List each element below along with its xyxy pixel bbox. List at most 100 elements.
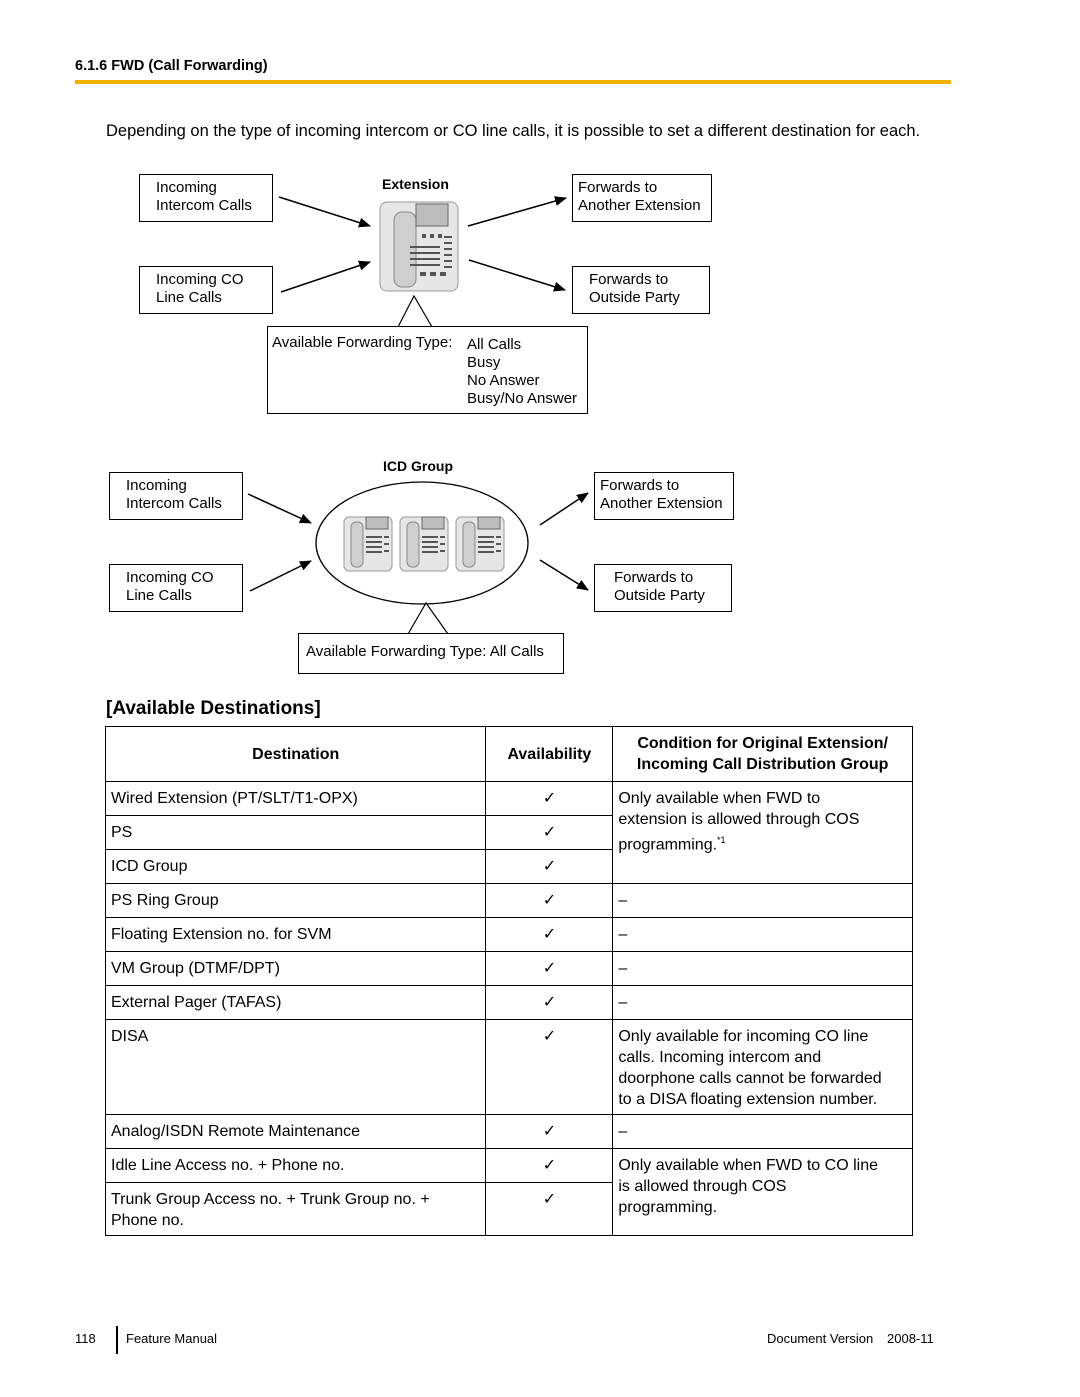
destination-cell: Idle Line Access no. + Phone no. [104, 1148, 487, 1183]
section-header: 6.1.6 FWD (Call Forwarding) [75, 58, 268, 74]
destination-cell: External Pager (TAFAS) [104, 985, 487, 1020]
box-line: Intercom Calls [156, 197, 252, 214]
extension-output-another-box: Forwards to Another Extension [572, 174, 712, 222]
condition-line: to a DISA floating extension number. [618, 1091, 878, 1108]
table-row: PS Ring Group ✓ – [104, 883, 913, 918]
box-line: Incoming [126, 477, 187, 494]
table-row: Wired Extension (PT/SLT/T1-OPX) ✓ Only a… [104, 781, 913, 884]
condition-line: Only available when FWD to CO line [618, 1157, 878, 1174]
availability-check-icon: ✓ [485, 951, 614, 986]
extension-diagram-title: Extension [382, 176, 449, 192]
destinations-table: Destination Availability Condition for O… [104, 726, 913, 1236]
box-line: Forwards to [589, 271, 669, 288]
condition-line: Only available when FWD to [618, 790, 821, 807]
availability-check-icon: ✓ [485, 1019, 614, 1115]
condition-cell: – [612, 1114, 913, 1149]
icd-diagram-title: ICD Group [383, 458, 453, 474]
document-version-label: Document Version [767, 1331, 874, 1346]
availability-check-icon: ✓ [485, 917, 614, 952]
destination-cell: Trunk Group Access no. + Trunk Group no.… [104, 1182, 487, 1236]
icd-phone-icon-2 [399, 516, 449, 572]
condition-header-line-2: Incoming Call Distribution Group [636, 756, 889, 773]
icd-forwarding-type-text: Available Forwarding Type: All Calls [306, 643, 544, 660]
table-row: DISA ✓ Only available for incoming CO li… [104, 1019, 913, 1115]
arrow-icd-to-outside [539, 559, 589, 591]
footer-rule [116, 1326, 118, 1354]
availability-check-icon: ✓ [485, 1148, 614, 1183]
condition-line: is allowed through COS [618, 1178, 787, 1195]
condition-line: Only available for incoming CO line [618, 1028, 869, 1045]
condition-cell: – [612, 883, 913, 918]
arrow-icd-to-another [539, 492, 589, 526]
availability-check-icon: ✓ [485, 815, 614, 850]
box-line: Forwards to [614, 569, 694, 586]
destination-cell: PS [104, 815, 487, 850]
table-row: VM Group (DTMF/DPT) ✓ – [104, 951, 913, 986]
manual-name: Feature Manual [126, 1331, 218, 1346]
availability-check-icon: ✓ [485, 849, 614, 884]
forwarding-type-all-calls: All Calls [467, 336, 522, 353]
icd-input-intercom-box: Incoming Intercom Calls [109, 472, 243, 520]
page-number: 118 [75, 1331, 96, 1346]
condition-text: programming. [618, 836, 718, 854]
condition-cell: – [612, 917, 913, 952]
arrow-co-to-extension [280, 260, 371, 293]
header-rule [75, 80, 951, 84]
condition-line: doorphone calls cannot be forwarded [618, 1070, 882, 1087]
intro-paragraph: Depending on the type of incoming interc… [106, 122, 921, 140]
box-line: Intercom Calls [126, 495, 222, 512]
condition-cell: – [612, 985, 913, 1020]
arrow-co-to-icd [249, 560, 312, 592]
box-line: Line Calls [156, 289, 222, 306]
footnote-marker: *1 [717, 835, 726, 845]
column-header-destination: Destination [104, 726, 487, 782]
document-version: 2008-11 [887, 1331, 934, 1346]
box-line: Forwards to [600, 477, 680, 494]
box-line: Outside Party [589, 289, 680, 306]
destination-line: Trunk Group Access no. + Trunk Group no.… [111, 1191, 430, 1208]
extension-callout-pointer [397, 294, 433, 328]
condition-cell: – [612, 951, 913, 986]
arrow-extension-to-another [467, 196, 567, 227]
available-destinations-title: [Available Destinations] [106, 698, 321, 719]
box-line: Incoming [156, 179, 217, 196]
condition-line: programming.*1 [618, 830, 907, 855]
arrow-extension-to-outside [468, 259, 566, 292]
table-row: Floating Extension no. for SVM ✓ – [104, 917, 913, 952]
arrow-intercom-to-extension [278, 196, 371, 228]
condition-cell-co-line: Only available when FWD to CO line is al… [612, 1148, 913, 1236]
table-row: PS ✓ [104, 815, 913, 850]
forwarding-type-busy-no-answer: Busy/No Answer [467, 390, 578, 407]
box-line: Another Extension [600, 495, 723, 512]
availability-check-icon: ✓ [485, 985, 614, 1020]
condition-line: programming. [618, 1199, 718, 1216]
table-row: Analog/ISDN Remote Maintenance ✓ – [104, 1114, 913, 1149]
availability-check-icon: ✓ [485, 883, 614, 918]
forwarding-type-busy: Busy [467, 354, 501, 371]
arrow-intercom-to-icd [247, 493, 312, 524]
extension-forwarding-types-callout: Available Forwarding Type: All Calls Bus… [267, 326, 588, 414]
extension-output-outside-box: Forwards to Outside Party [572, 266, 710, 314]
box-line: Forwards to [578, 179, 658, 196]
forwarding-type-no-answer: No Answer [467, 372, 540, 389]
box-line: Incoming CO [156, 271, 244, 288]
destination-cell: DISA [104, 1019, 487, 1115]
forwarding-type-label: Available Forwarding Type: [272, 334, 453, 351]
table-header-row: Destination Availability Condition for O… [104, 726, 913, 782]
icd-output-outside-box: Forwards to Outside Party [594, 564, 732, 612]
extension-input-co-box: Incoming CO Line Calls [139, 266, 273, 314]
box-line: Line Calls [126, 587, 192, 604]
icd-phone-icon-3 [455, 516, 505, 572]
condition-line: extension is allowed through COS [618, 811, 860, 828]
column-header-condition: Condition for Original Extension/ Incomi… [612, 726, 913, 782]
box-line: Another Extension [578, 197, 701, 214]
destination-line: Phone no. [111, 1212, 184, 1229]
table-row: Idle Line Access no. + Phone no. ✓ Only … [104, 1148, 913, 1236]
column-header-availability: Availability [485, 726, 614, 782]
destination-cell: ICD Group [104, 849, 487, 884]
condition-cell-extension: Only available when FWD to extension is … [612, 781, 913, 884]
condition-line: calls. Incoming intercom and [618, 1049, 822, 1066]
table-row: External Pager (TAFAS) ✓ – [104, 985, 913, 1020]
icd-output-another-box: Forwards to Another Extension [594, 472, 734, 520]
table-row: Trunk Group Access no. + Trunk Group no.… [104, 1182, 913, 1236]
